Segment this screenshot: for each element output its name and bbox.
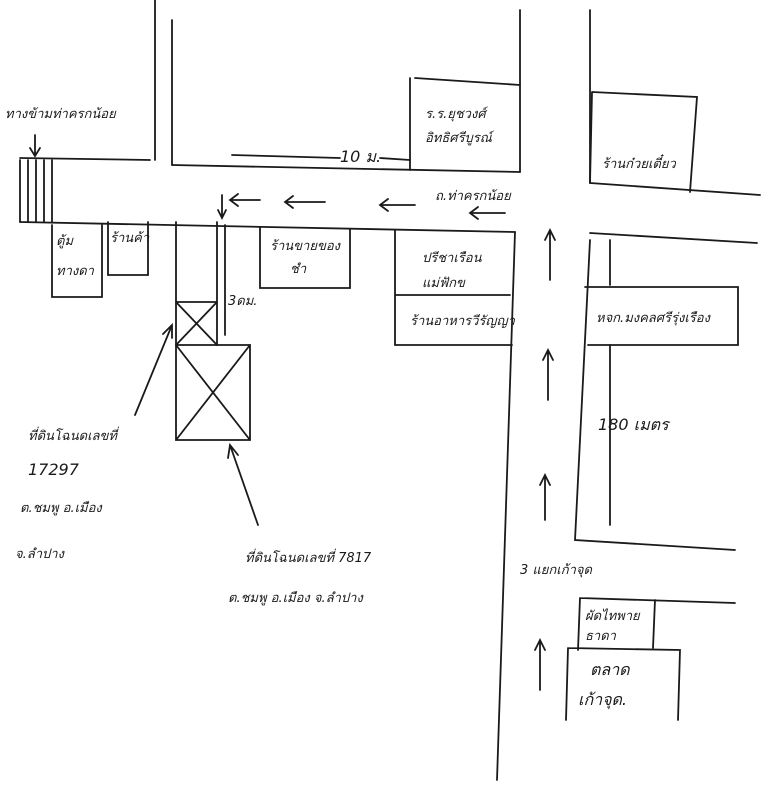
- roads: [19, 0, 761, 781]
- shop-label: ร้านค้า: [110, 231, 150, 246]
- school-label-2: อิทธิศรีบูรณ์: [425, 130, 495, 146]
- crosswalk-stripes: [19, 134, 53, 223]
- grocery-label-2: ชำ: [290, 262, 307, 277]
- distance-10m-label: 10 ม.: [340, 147, 381, 166]
- house-shop-label-1: ปรีชาเรือน: [422, 250, 483, 266]
- parcel-1-label-3: ต.ชมพู อ.เมือง: [20, 501, 103, 516]
- distance-3m-label: 3ดม.: [228, 294, 257, 309]
- market-label-1: ตลาด: [590, 660, 631, 679]
- house-shop-label-2: แม่ฟักข: [422, 276, 466, 291]
- market-label-2: เก้าจุด.: [578, 690, 627, 710]
- direction-arrows: [134, 193, 556, 691]
- parcel-1-label-4: จ.ลำปาง: [15, 547, 66, 562]
- padthai-label-1: ผัดไทพาย: [585, 608, 641, 624]
- kiosk-label-1: ตู้ม: [56, 234, 74, 249]
- restaurant-label: ร้านอาหารวีรัญญา: [410, 313, 516, 329]
- company-label: หจก.มงคลศรีรุ่งเรือง: [596, 310, 712, 326]
- parcel-2-label-1: ที่ดินโฉนดเลขที่ 7817: [245, 548, 372, 566]
- junction-label: 3 แยกเก้าจุด: [520, 563, 593, 578]
- school-label-1: ร.ร.ยุชวงศ์: [425, 106, 489, 122]
- grocery-label-1: ร้านขายของ: [270, 239, 342, 254]
- padthai-label-2: ธาดา: [585, 629, 617, 644]
- parcel-2-label-2: ต.ชมพู อ.เมือง จ.ลำปาง: [228, 591, 364, 606]
- crosswalk-label: ทางข้ามท่าครกน้อย: [5, 107, 117, 122]
- distance-180m-label: 180 เมตร: [598, 415, 671, 434]
- buildings: [51, 77, 739, 721]
- parcel-1-label-1: ที่ดินโฉนดเลขที่: [28, 426, 120, 444]
- kiosk-label-2: ทางดา: [56, 264, 95, 279]
- parcel-1-label-2: 17297: [28, 460, 80, 479]
- road-name-label: ถ.ท่าครกน้อย: [435, 189, 512, 204]
- noodle-shop-label: ร้านก๋วยเตี๋ยว: [602, 153, 676, 172]
